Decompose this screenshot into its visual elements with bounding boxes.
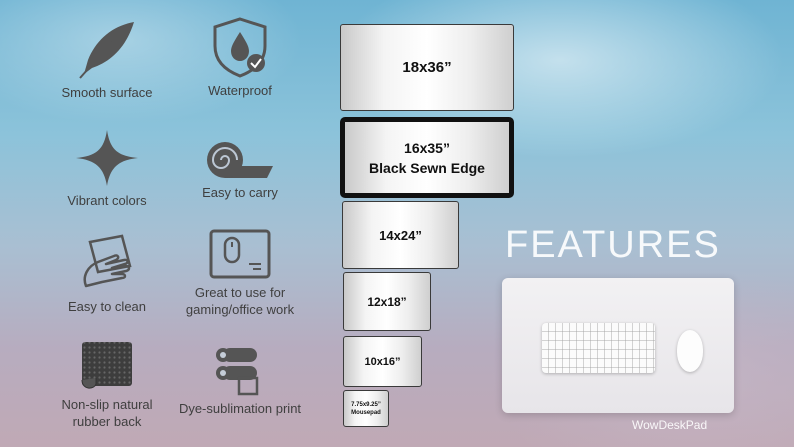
feature-label: Vibrant colors	[67, 193, 147, 208]
size-label: 18x36”	[402, 59, 452, 76]
size-box-14x24: 14x24”	[342, 201, 459, 269]
brand-watermark: WowDeskPad	[632, 418, 708, 432]
size-box-16x35-sewn-edge: 16x35” Black Sewn Edge	[340, 117, 514, 198]
feature-smooth-surface: Smooth surface	[37, 18, 177, 101]
sparkle-icon	[76, 130, 138, 186]
size-label: 12x18”	[367, 294, 407, 309]
size-label: 16x35” Black Sewn Edge	[369, 139, 485, 176]
mouse-image	[677, 330, 703, 372]
size-box-mousepad: 7.75x9.25” Mousepad	[343, 390, 389, 427]
rolled-mat-icon	[207, 142, 273, 178]
size-box-12x18: 12x18”	[343, 272, 431, 331]
feature-easy-to-clean: Easy to clean	[37, 232, 177, 315]
desk-pad-image	[502, 278, 734, 413]
size-box-10x16: 10x16”	[343, 336, 422, 387]
feature-vibrant-colors: Vibrant colors	[37, 128, 177, 209]
size-label: 10x16”	[364, 355, 401, 368]
feature-label: Smooth surface	[61, 85, 153, 100]
shield-drop-icon	[213, 17, 267, 78]
feature-gaming-office: Great to use for gaming/office work	[170, 228, 310, 318]
feature-waterproof: Waterproof	[170, 16, 310, 99]
keyboard-image	[542, 323, 655, 373]
mousepad-icon	[209, 229, 271, 279]
feature-non-slip-rubber: Non-slip natural rubber back	[37, 340, 177, 430]
size-label: 7.75x9.25” Mousepad	[351, 401, 381, 416]
feature-label: Dye-sublimation print	[178, 401, 302, 416]
feather-icon	[79, 22, 134, 79]
feature-label: Waterproof	[208, 83, 272, 98]
rubber-base-icon	[81, 342, 132, 389]
feature-label: Easy to carry	[202, 185, 278, 200]
print-rollers-icon	[216, 348, 259, 396]
size-box-18x36: 18x36”	[340, 24, 514, 111]
size-label: 14x24”	[379, 227, 422, 243]
features-title: FEATURES	[505, 224, 721, 266]
feature-label: Great to use for gaming/office work	[185, 285, 295, 317]
feature-easy-to-carry: Easy to carry	[170, 136, 310, 201]
hand-wipe-icon	[83, 234, 132, 288]
feature-dye-sublimation: Dye-sublimation print	[170, 344, 310, 417]
feature-label: Non-slip natural rubber back	[61, 397, 153, 429]
feature-label: Easy to clean	[67, 299, 147, 314]
